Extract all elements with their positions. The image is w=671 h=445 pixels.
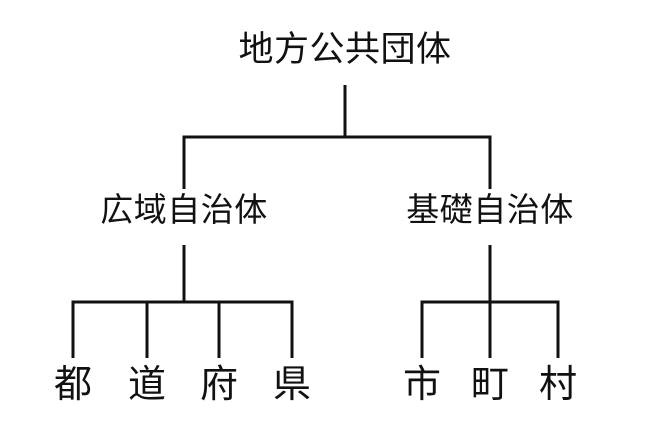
branch-node-wide-area-label: 広域自治体	[100, 190, 268, 229]
leaf-node-fu: 府	[199, 362, 239, 406]
leaf-node-do: 道	[127, 362, 167, 406]
root-node-label: 地方公共団体	[238, 30, 452, 70]
branch-node-basic-label: 基礎自治体	[406, 190, 574, 229]
leaf-node-to: 都	[53, 362, 93, 406]
leaf-node-cho: 町	[470, 362, 510, 406]
leaf-node-shi: 市	[402, 362, 442, 406]
leaf-node-son: 村	[538, 362, 578, 406]
leaf-node-ken: 県	[272, 362, 312, 406]
